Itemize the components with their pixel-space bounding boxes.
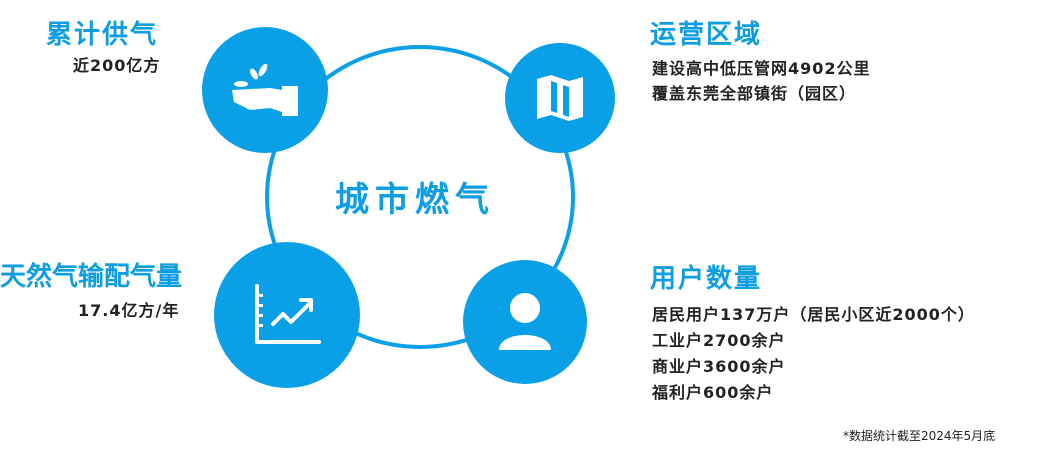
- area-line: 覆盖东莞全部镇街（园区）: [652, 84, 857, 103]
- center-title: 城市燃气: [335, 180, 495, 220]
- growth-chart-icon: [214, 242, 360, 388]
- users-title: 用户数量: [650, 264, 763, 294]
- users-line: 福利户600余户: [652, 383, 774, 402]
- hand-coins-icon: [202, 27, 328, 153]
- supply-value: 近200亿方: [73, 56, 161, 75]
- area-title: 运营区域: [650, 20, 763, 50]
- transmission-value: 17.4亿方/年: [78, 301, 180, 320]
- footnote: *数据统计截至2024年5月底: [843, 429, 996, 443]
- supply-title: 累计供气: [46, 20, 159, 50]
- area-line: 建设高中低压管网4902公里: [652, 59, 871, 78]
- map-icon: [505, 43, 615, 153]
- user-icon: [463, 260, 587, 384]
- users-line: 商业户3600余户: [652, 357, 786, 376]
- users-line: 居民用户137万户（居民小区近2000个）: [652, 305, 975, 324]
- transmission-title: 天然气输配气量: [0, 262, 183, 292]
- users-line: 工业户2700余户: [652, 331, 786, 350]
- central-ring: [265, 45, 575, 349]
